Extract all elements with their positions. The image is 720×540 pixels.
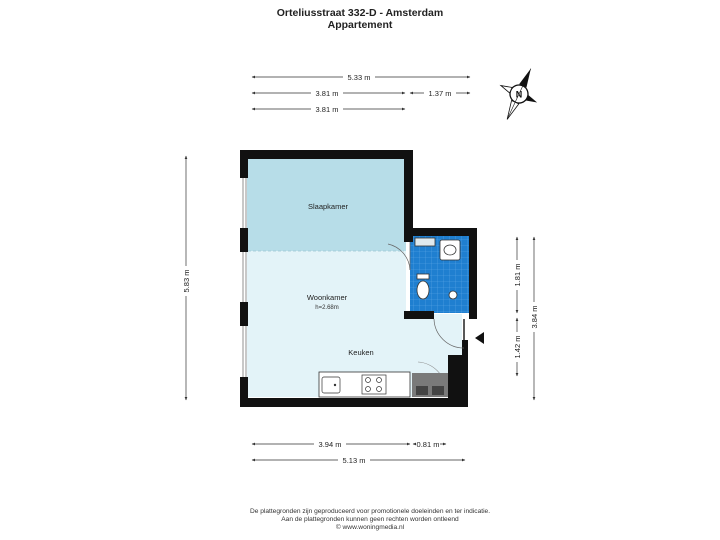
dim-top-total: 5.33 m (251, 72, 471, 82)
dim-right-total: 3.84 m (529, 236, 539, 401)
dim-bottom-left-label: 3.94 m (319, 440, 342, 449)
dim-bottom-right-label: 0.81 m (417, 440, 440, 449)
dim-top-right-label: 1.37 m (429, 89, 452, 98)
dim-left-height-label: 5.83 m (182, 270, 191, 293)
room-label-keuken: Keuken (348, 348, 373, 357)
dim-top-left-label: 3.81 m (316, 89, 339, 98)
disclaimer: De plattegronden zijn geproduceerd voor … (0, 508, 720, 532)
room-height-woonkamer: h=2.68m (315, 305, 339, 311)
copyright: © www.woningmedia.nl (335, 524, 405, 531)
dim-top-total-label: 5.33 m (348, 73, 371, 82)
living-floor (247, 251, 462, 397)
dim-bottom-right: 0.81 m (412, 439, 447, 449)
entrance-arrow-icon (475, 332, 484, 344)
room-label-slaapkamer: Slaapkamer (308, 202, 349, 211)
disclaimer-line-2: Aan de plattegronden kunnen geen rechten… (281, 516, 459, 523)
entrance-door (433, 318, 465, 349)
dim-right-upper: 1.81 m (512, 236, 522, 314)
disclaimer-line-1: De plattegronden zijn geproduceerd voor … (249, 508, 491, 515)
dim-top-second-label: 3.81 m (316, 105, 339, 114)
dim-bottom-total-label: 5.13 m (343, 456, 366, 465)
kitchen-counter (318, 371, 448, 398)
bathroom-fixtures (414, 237, 461, 300)
bedroom-floor (247, 158, 406, 251)
dim-bottom-total: 5.13 m (251, 455, 466, 465)
dim-bottom-left: 3.94 m (251, 439, 411, 449)
walls (240, 150, 477, 407)
windows (242, 178, 247, 377)
bathroom-door (387, 242, 411, 271)
dim-right-upper-label: 1.81 m (513, 264, 522, 287)
compass-label: N (516, 90, 523, 100)
room-label-woonkamer: Woonkamer (307, 293, 348, 302)
dim-right-lower-label: 1.42 m (513, 336, 522, 359)
dim-top-right: 1.37 m (409, 88, 471, 98)
dim-top-left: 3.81 m (251, 88, 406, 98)
compass-icon: N (499, 68, 538, 120)
dim-right-total-label: 3.84 m (530, 306, 539, 329)
address-heading: Orteliusstraat 332-D - Amsterdam (276, 7, 444, 19)
dim-right-lower: 1.42 m (512, 317, 522, 377)
dim-top-second: 3.81 m (251, 104, 406, 114)
property-type: Appartement (327, 19, 393, 31)
dim-left-height: 5.83 m (181, 155, 191, 401)
plan-title: Orteliusstraat 332-D - Amsterdam Apparte… (0, 7, 720, 31)
